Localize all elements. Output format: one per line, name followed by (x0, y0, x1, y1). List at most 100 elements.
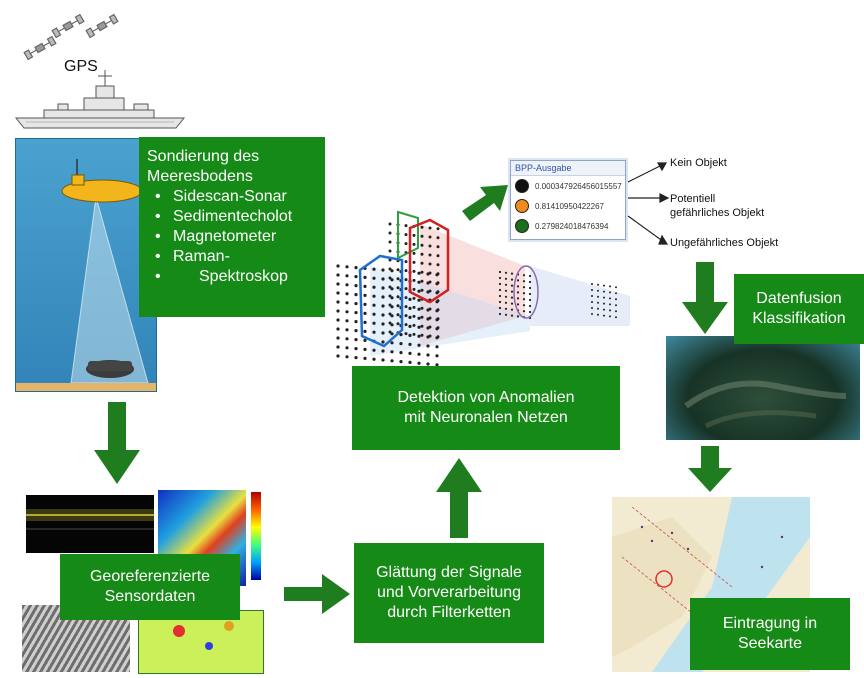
nn-dot (404, 233, 408, 237)
nn-dot (428, 253, 432, 257)
nn-dot (426, 353, 430, 357)
nn-dot (388, 240, 392, 244)
bpp-value: 0.000347926456015557 (535, 181, 622, 191)
nn-dot (528, 280, 532, 284)
detektion-box: Detektion von Anomalien mit Neuronalen N… (352, 366, 620, 450)
underwater-image (666, 336, 860, 440)
nn-dot (336, 336, 340, 340)
detektion-line-1: Detektion von Anomalien (397, 389, 575, 406)
arrow-up-icon (436, 458, 482, 538)
nn-dot (354, 284, 358, 288)
nn-dot (404, 296, 408, 300)
nn-dot (412, 260, 416, 264)
bpp-dot-green (515, 219, 529, 233)
nn-dot (381, 358, 385, 362)
nn-dot (381, 313, 385, 317)
bpp-title: BPP-Ausgabe (511, 161, 625, 176)
nn-dot (498, 288, 502, 292)
nn-dot (420, 270, 424, 274)
nn-dot (591, 301, 593, 303)
nn-dot (420, 252, 424, 256)
nn-dot (522, 310, 526, 313)
nn-dot (436, 272, 440, 276)
sondierung-item: Magnetometer (147, 227, 317, 247)
bpp-dot-black (515, 179, 529, 193)
nn-dot (390, 359, 394, 363)
bpp-panel: BPP-Ausgabe 0.000347926456015557 0.81410… (510, 160, 626, 240)
nn-dot (345, 283, 349, 287)
nn-dot (390, 350, 394, 354)
nn-dot (510, 290, 514, 293)
nn-dot (345, 274, 349, 278)
nn-dot (396, 313, 400, 317)
nn-dot (609, 285, 611, 288)
nn-dot (510, 284, 514, 287)
output-arrows-icon (627, 162, 670, 245)
nn-dot (528, 310, 532, 314)
arrow-diagonal-icon (462, 185, 508, 221)
nn-dot (603, 284, 605, 287)
nn-dot (354, 347, 358, 351)
sondierung-item: Raman- (147, 247, 317, 267)
glaettung-line-2: und Vorverarbeitung (376, 584, 522, 601)
nn-dot (408, 333, 412, 337)
nn-dot (404, 278, 408, 282)
nn-dot (597, 307, 599, 310)
nn-dot (390, 269, 394, 273)
nn-dot (412, 278, 416, 282)
nn-dot (436, 263, 440, 267)
nn-dot (412, 233, 416, 237)
nn-dot (417, 352, 421, 356)
nn-dot (510, 296, 514, 299)
nn-dot (345, 328, 349, 332)
nn-dot (388, 276, 392, 280)
nn-dot (372, 294, 376, 298)
nn-dot (336, 300, 340, 304)
nn-dot (363, 293, 367, 297)
nn-dot (404, 269, 408, 273)
nn-dot (504, 313, 508, 316)
nn-dot (498, 294, 502, 298)
nn-dot (603, 296, 605, 299)
nn-dot (388, 267, 392, 271)
nn-dot (436, 299, 440, 303)
nn-dot (412, 314, 416, 318)
nn-dot (420, 306, 424, 310)
bpp-row: 0.279824018476394 (511, 216, 625, 236)
nn-dot (436, 227, 440, 231)
nn-dot (345, 310, 349, 314)
nn-dot (404, 305, 408, 309)
nn-dot (363, 311, 367, 315)
nn-dot (428, 325, 432, 329)
nn-dot (412, 332, 416, 336)
nn-dot (388, 258, 392, 262)
nn-dot (399, 360, 403, 364)
nn-dot (372, 357, 376, 361)
nn-dot (510, 308, 514, 311)
nn-dot (428, 226, 432, 230)
nn-dot (609, 303, 611, 306)
nn-dot (510, 302, 514, 305)
glaettung-box: Glättung der Signale und Vorverarbeitung… (354, 543, 544, 643)
nn-dot (381, 349, 385, 353)
nn-dot (417, 298, 421, 302)
nn-dot (408, 324, 412, 328)
nn-dot (404, 287, 408, 291)
nn-dot (381, 277, 385, 281)
nn-dot (390, 287, 394, 291)
nn-dot (436, 290, 440, 294)
nn-dot (354, 275, 358, 279)
sonar-image (26, 495, 154, 553)
nn-dot (396, 286, 400, 290)
nn-dot (420, 333, 424, 337)
nn-dot (435, 363, 439, 367)
neural-network-image (336, 210, 630, 367)
nn-dot (388, 222, 392, 226)
ship-icon (14, 70, 186, 129)
nn-dot (345, 346, 349, 350)
nn-dot (399, 351, 403, 355)
nn-dot (603, 308, 605, 311)
eintragung-line-2: Seekarte (737, 635, 803, 652)
nn-dot (399, 342, 403, 346)
nn-dot (363, 275, 367, 279)
